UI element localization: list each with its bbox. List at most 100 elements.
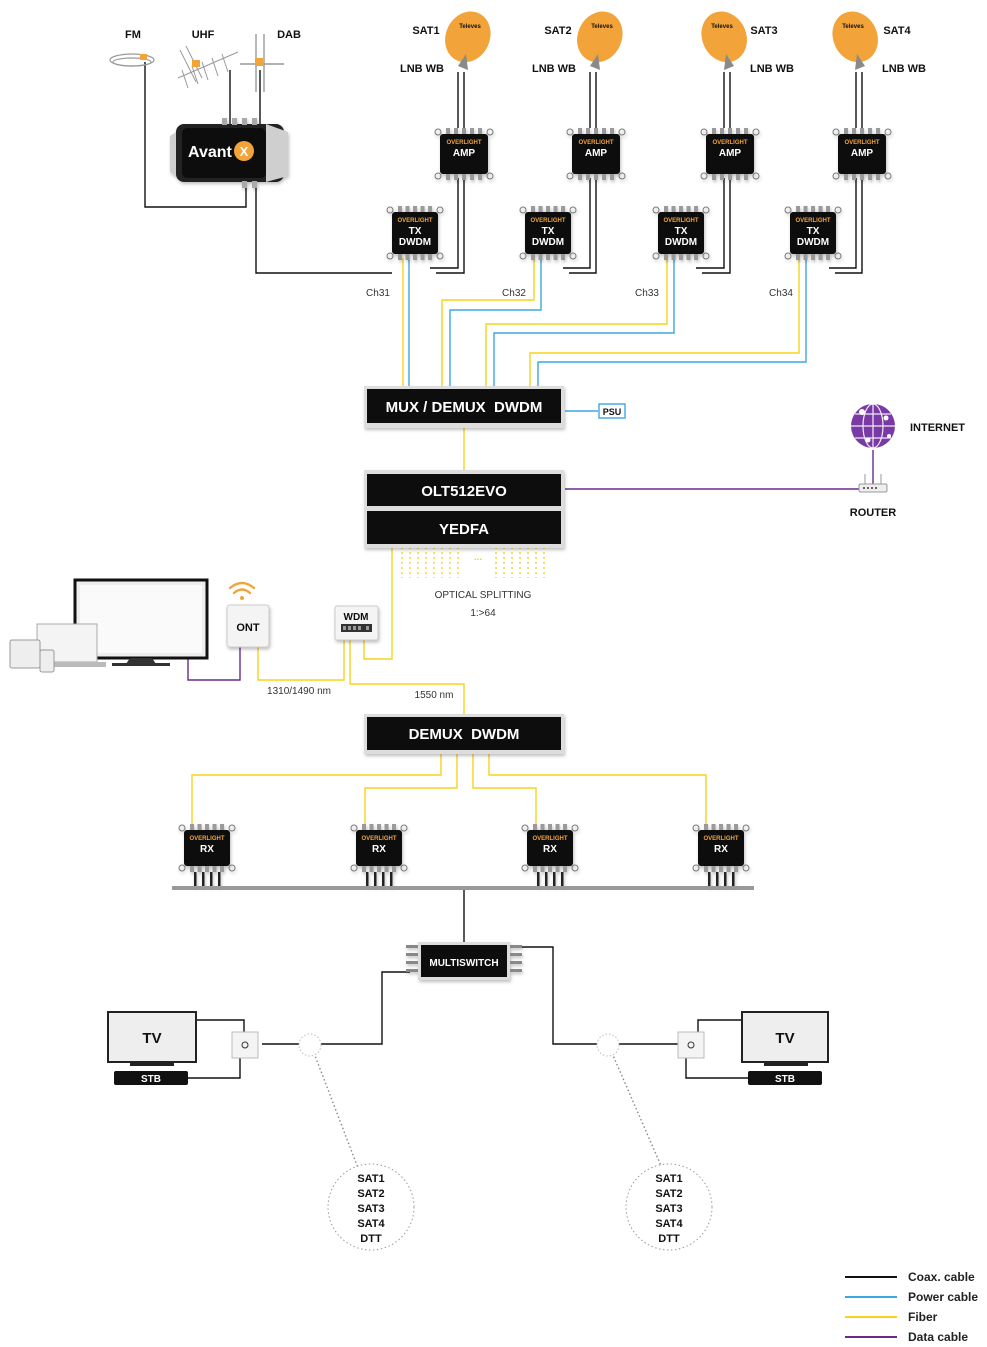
rx-module-4: OVERLIGHT RX (692, 824, 750, 887)
coax-left-outlet-stb (188, 1050, 241, 1079)
rx-module-1-brand: OVERLIGHT (189, 836, 224, 842)
dish-2-brand: Televes (591, 24, 613, 30)
stb-left (114, 1071, 188, 1085)
legend-item-4: Data cable (845, 1330, 968, 1344)
leader-right (611, 1052, 663, 1169)
olt-label: OLT512EVO (421, 483, 507, 500)
coax-lnb1-amp1 (457, 72, 465, 128)
tx-module-3-label-2: DWDM (665, 237, 697, 248)
uhf-label: UHF (192, 29, 215, 41)
dish-4-icon (832, 11, 878, 63)
service-right-4: SAT4 (655, 1218, 683, 1230)
fiber-demux-rx2 (364, 753, 458, 828)
channel-label-1: Ch31 (366, 288, 390, 299)
sat-label-1: SAT1 (412, 25, 439, 37)
service-left-2: SAT2 (357, 1188, 384, 1200)
splitter-fibers (401, 547, 545, 578)
dish-1-icon (445, 11, 491, 63)
uhf-antenna-icon (177, 45, 239, 89)
legend-item-2: Power cable (845, 1290, 978, 1304)
fiber-tx4-mux (529, 258, 800, 386)
coax-lnb3-amp3 (723, 72, 731, 128)
tx-module-1-label-1: TX (409, 226, 422, 237)
coax-lnb2-amp2 (589, 72, 597, 128)
service-left-1: SAT1 (357, 1173, 384, 1185)
psu-box: PSU (598, 403, 626, 419)
headend-avantx: Avant X (170, 118, 288, 188)
tx-module-3-label-1: TX (675, 226, 688, 237)
legend-label-4: Data cable (908, 1330, 968, 1344)
data-ont-devices (187, 646, 241, 681)
wifi-icon (228, 581, 256, 600)
yedfa-label: YEDFA (439, 521, 489, 538)
coax-lnb4-amp4 (855, 72, 863, 128)
power-tx2-mux (449, 258, 542, 386)
tv-left: TV STB (107, 1011, 197, 1085)
dish-1-brand: Televes (459, 24, 481, 30)
router-label: ROUTER (850, 507, 897, 519)
legend-label-2: Power cable (908, 1290, 978, 1304)
coax-fm-headend (144, 62, 247, 208)
amp-module-1-label-1: AMP (453, 148, 476, 159)
lnb-label-4: LNB WB (882, 63, 926, 75)
amp-module-3-label-1: AMP (719, 148, 742, 159)
multiswitch-label: MULTISWITCH (429, 958, 498, 969)
optical-splitting-label: OPTICAL SPLITTING (435, 590, 532, 601)
tx-module-2-label-1: TX (542, 226, 555, 237)
wavelength-right-label: 1550 nm (415, 690, 454, 701)
rx-module-3-brand: OVERLIGHT (532, 836, 567, 842)
legend-item-3: Fiber (845, 1310, 938, 1324)
channel-label-2: Ch32 (502, 288, 526, 299)
phone-icon (39, 649, 55, 673)
rx-module-4-brand: OVERLIGHT (703, 836, 738, 842)
sat-label-4: SAT4 (883, 25, 911, 37)
dab-label: DAB (277, 29, 301, 41)
service-right-5: DTT (658, 1233, 680, 1245)
tv-right: TV STB (741, 1011, 829, 1085)
coax-headend-tx1 (255, 182, 392, 274)
service-right-3: SAT3 (655, 1203, 682, 1215)
tx-module-4-brand: OVERLIGHT (795, 218, 830, 224)
rx-module-2-label-1: RX (372, 844, 386, 855)
coax-amp3-tx3 (696, 178, 731, 274)
service-left-4: SAT4 (357, 1218, 385, 1230)
legend-item-1: Coax. cable (845, 1270, 975, 1284)
tx-module-4-label-1: TX (807, 226, 820, 237)
tx-module-1-label-2: DWDM (399, 237, 431, 248)
tv-left-label: TV (142, 1030, 161, 1047)
headend-brand: Avant (188, 144, 233, 161)
coax-multiswitch-right (522, 946, 680, 1045)
service-left-3: SAT3 (357, 1203, 384, 1215)
coax-amp4-tx4 (829, 178, 863, 274)
coax-bus-bar (172, 886, 754, 890)
olt-box (367, 474, 561, 506)
legend-label-3: Fiber (908, 1310, 938, 1324)
fiber-tx2-mux (441, 258, 535, 386)
amp-module-4: OVERLIGHT AMP (832, 128, 892, 180)
dish-3-icon (701, 11, 747, 63)
multiswitch-box: MULTISWITCH (406, 942, 522, 980)
amp-module-4-label-1: AMP (851, 148, 874, 159)
amp-modules: OVERLIGHTAMPOVERLIGHTAMPOVERLIGHTAMPOVER… (434, 128, 892, 180)
coax-amp2-tx2 (563, 178, 597, 274)
sat-label-3: SAT3 (750, 25, 777, 37)
optical-splitting-ratio: 1:>64 (470, 608, 496, 619)
channel-label-3: Ch33 (635, 288, 659, 299)
rx-module-4-label-1: RX (714, 844, 728, 855)
fm-label: FM (125, 29, 141, 41)
antennas: FM UHF DAB (109, 29, 301, 92)
headend-mark: X (240, 144, 249, 159)
amp-module-4-brand: OVERLIGHT (844, 140, 879, 146)
psu-label: PSU (603, 407, 622, 417)
